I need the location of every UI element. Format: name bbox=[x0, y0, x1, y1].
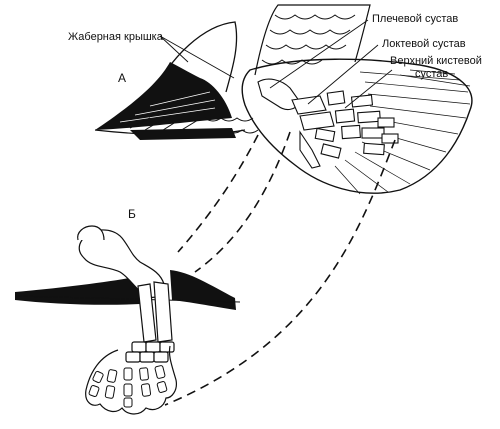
dashed-line-humerus bbox=[177, 134, 259, 253]
correspondence-lines bbox=[164, 131, 396, 406]
label-shoulder-joint: Плечевой сустав bbox=[372, 13, 458, 25]
label-wrist-joint-line2: сустав bbox=[415, 68, 448, 80]
limb-hand-outline bbox=[85, 345, 177, 415]
gill-cover-shading bbox=[95, 62, 232, 130]
ground-shading-right bbox=[170, 270, 236, 310]
limb-shoulder bbox=[77, 225, 105, 241]
panel-label-a: А bbox=[118, 71, 126, 85]
leader-wrist bbox=[344, 69, 393, 109]
label-gill-cover: Жаберная крышка bbox=[68, 31, 164, 43]
pectoral-fin-outline bbox=[241, 58, 473, 194]
gill-hatching bbox=[119, 91, 216, 123]
ulna-bone bbox=[299, 111, 335, 131]
dashed-line-radius bbox=[194, 131, 291, 273]
label-wrist-joint-line1: Верхний кистевой bbox=[390, 55, 482, 67]
leader-elbow bbox=[307, 44, 379, 105]
limb-carpals bbox=[125, 341, 175, 363]
fish-back-outline bbox=[254, 4, 371, 76]
scales bbox=[204, 14, 356, 134]
limb-phalanges bbox=[88, 365, 168, 408]
leader-gill-cover-2 bbox=[159, 35, 235, 79]
ground-line bbox=[14, 295, 241, 303]
label-elbow-joint: Локтевой сустав bbox=[382, 38, 466, 50]
limb-radius bbox=[137, 283, 157, 343]
panel-b-limb bbox=[14, 225, 241, 415]
fin-bones bbox=[257, 78, 399, 169]
leader-lines-a bbox=[159, 19, 393, 109]
panel-label-b: Б bbox=[128, 207, 136, 221]
panel-a-fish bbox=[94, 4, 473, 195]
gill-fringe bbox=[129, 117, 199, 135]
leader-shoulder bbox=[269, 19, 369, 89]
fin-rays bbox=[334, 69, 471, 195]
leader-gill-cover-1 bbox=[159, 35, 189, 63]
ground-shading bbox=[15, 276, 140, 305]
fish-jaw-shading bbox=[130, 128, 236, 140]
radius-bone bbox=[291, 95, 327, 115]
dashed-line-hand bbox=[164, 139, 396, 406]
limb-ulna bbox=[153, 281, 173, 343]
